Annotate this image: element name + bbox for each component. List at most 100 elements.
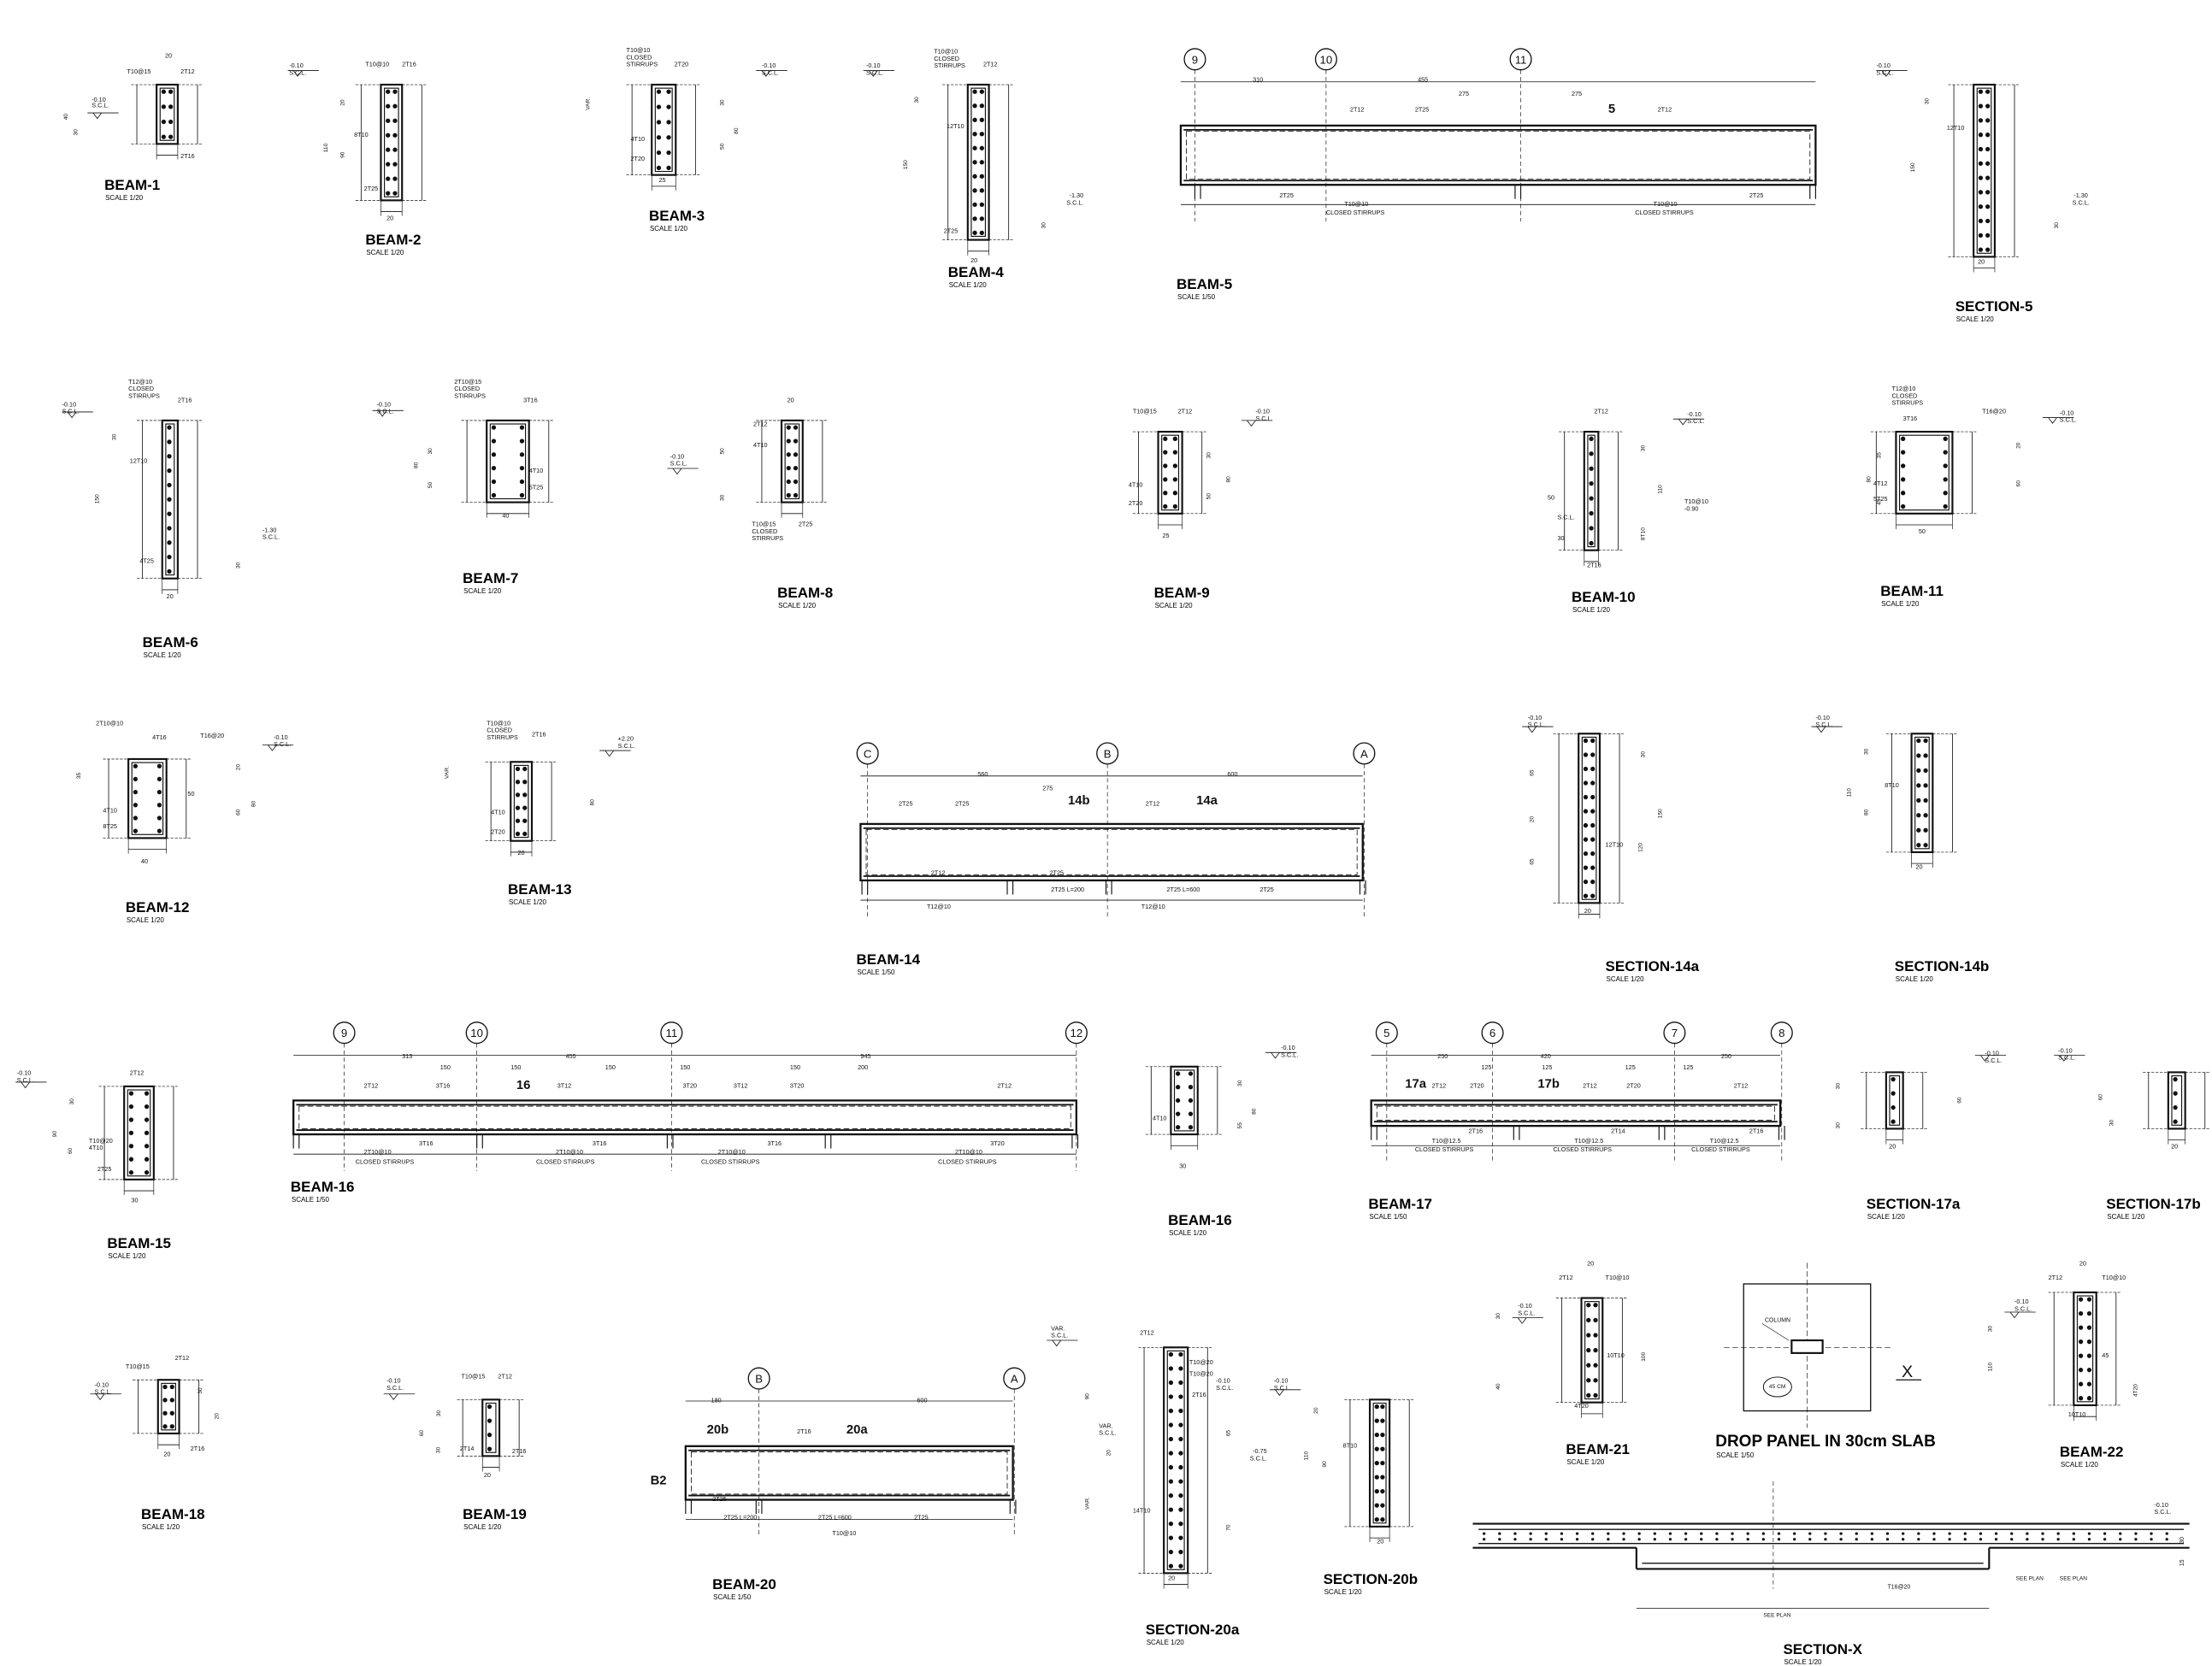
note-text: CLOSED [128, 385, 154, 392]
note-text: 20 [2079, 1260, 2086, 1268]
note-text: 25 [1162, 532, 1169, 539]
note-text: 8T25 [103, 822, 117, 830]
note-text: 50 [1919, 527, 1926, 535]
note-text: CLOSED [752, 527, 777, 535]
grid-axis-label: 11 [1515, 53, 1527, 66]
note-text: 2T16 [512, 1447, 527, 1455]
note-text: 2T16 [180, 152, 195, 160]
note-text: 80 [1867, 476, 1873, 483]
note-text: +2.20 [618, 735, 634, 743]
note-text: S.C.L. [1051, 1332, 1068, 1339]
note-text: 3T20 [990, 1139, 1005, 1147]
note-text: T10@15 [462, 1373, 486, 1380]
note-text: 20 [1584, 907, 1591, 915]
note-text: 20 [518, 849, 525, 857]
drawing-title: BEAM-11 [1880, 583, 1944, 600]
note-text: 5T25 [1873, 495, 1888, 503]
drawing-title: BEAM-19 [463, 1505, 527, 1522]
note-text: S.C.L. [274, 740, 291, 748]
note-text: 2T16 [178, 396, 192, 403]
note-text: 30 [198, 1387, 204, 1394]
note-text: 120 [1637, 843, 1643, 852]
note-text: 2T12 [1658, 105, 1672, 113]
drawing-scale: SCALE 1/20 [141, 1522, 180, 1531]
note-text: -0.10 [1281, 1044, 1295, 1051]
note-text: S.C.L. [1815, 721, 1832, 728]
drawing-title: SECTION-20a [1145, 1622, 1240, 1639]
note-text: S.C.L. [17, 1076, 34, 1084]
note-text: T10@12.5 [1710, 1137, 1739, 1145]
note-text: 90 [1322, 1461, 1328, 1468]
drawing-title: BEAM-1 [104, 176, 161, 193]
note-text: S.C.L. [1557, 513, 1574, 521]
drawing-title: SECTION-17b [2106, 1195, 2201, 1212]
note-text: 2T25 [799, 521, 813, 528]
note-text: 8T10 [1885, 781, 1899, 789]
grid-axis-label: 7 [1672, 1027, 1678, 1039]
note-text: 20 [484, 1471, 491, 1479]
note-text: 125 [1481, 1063, 1491, 1071]
note-text: 80 [251, 800, 257, 807]
note-text: 14T10 [1133, 1506, 1151, 1514]
note-text: 30 [1863, 748, 1869, 755]
note-text: -0.10 [1216, 1377, 1230, 1385]
note-text: S.C.L. [1985, 1057, 2002, 1064]
note-text: T16@20 [1982, 408, 2006, 415]
note-text: 40 [1495, 1383, 1501, 1390]
note-text: 60 [1956, 1097, 1962, 1104]
note-text: SEE PLAN [2060, 1576, 2087, 1582]
note-text: 2T25 [1259, 886, 1274, 893]
note-text: S.C.L. [1274, 1384, 1291, 1392]
note-text: S.C.L. [1518, 1309, 1535, 1316]
note-text: -0.10 [670, 452, 685, 460]
note-text: 80 [1226, 476, 1232, 483]
note-text: 20 [1168, 1575, 1175, 1582]
note-text: 2T12 [175, 1354, 190, 1362]
note-text: 600 [1227, 770, 1237, 778]
drawing-scale: SCALE 1/20 [1324, 1587, 1362, 1596]
note-text: 2T16 [1192, 1391, 1206, 1398]
note-text: T12@10 [128, 378, 152, 386]
drawing-scale: SCALE 1/20 [1881, 600, 1920, 609]
drawing-scale: SCALE 1/20 [948, 281, 987, 290]
note-text: 20 [1587, 1260, 1594, 1268]
note-text: -0.10 [1687, 410, 1702, 418]
note-text: 125 [1625, 1063, 1636, 1071]
note-text: 2T10@10 [556, 1148, 583, 1156]
note-text: 2T12 [498, 1373, 512, 1380]
note-text: 4T10 [630, 135, 645, 143]
note-text: SEE PLAN [2016, 1576, 2044, 1582]
note-text: 60 [68, 1147, 74, 1154]
note-text: S.C.L. [262, 533, 280, 541]
note-text: 2T25 L=600 [1166, 886, 1200, 893]
note-text: B2 [651, 1474, 667, 1487]
grid-axis-label: C [864, 747, 872, 760]
note-text: T10@15 [126, 1363, 150, 1370]
note-text: S.C.L. [1876, 68, 1893, 76]
drawing-scale: SCALE 1/20 [1572, 605, 1610, 614]
note-text: CLOSED STIRRUPS [356, 1158, 415, 1166]
note-text: -0.10 [2154, 1501, 2168, 1509]
drawing-title: SECTION-17a [1866, 1195, 1961, 1212]
note-text: 2T16 [1587, 562, 1601, 569]
note-text: -0.10 [377, 400, 392, 408]
note-text: 12T10 [130, 456, 148, 464]
note-text: 2T25 L=200 [723, 1514, 757, 1522]
note-text: -0.75 [1253, 1447, 1267, 1455]
note-text: 4T16 [152, 733, 167, 741]
drawing-title: SECTION-20b [1323, 1570, 1419, 1587]
grid-axis-label: 8 [1778, 1027, 1784, 1039]
note-text: 2T12 [364, 1082, 379, 1090]
note-text: 2T14 [460, 1445, 475, 1452]
note-text: 60 [2097, 1094, 2103, 1101]
